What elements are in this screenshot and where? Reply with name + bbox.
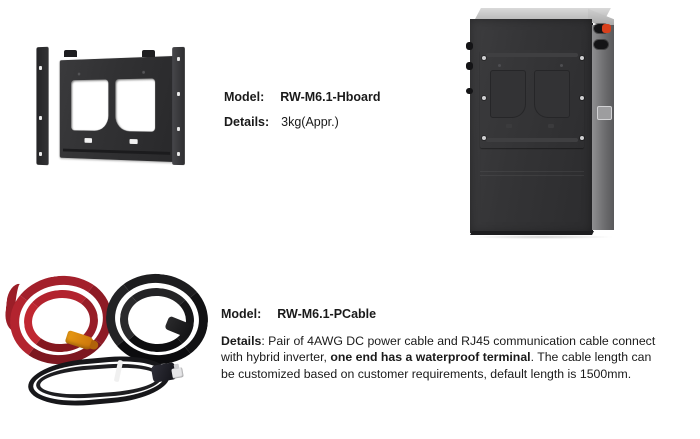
- bracket-top-rail: [486, 53, 578, 57]
- cable-model-line: Model: RW-M6.1-PCable: [221, 306, 667, 323]
- battery-positive-terminal: [594, 24, 611, 33]
- cable-model-label: Model:: [221, 307, 262, 321]
- bracket-cutout-left: [71, 79, 109, 131]
- bracket-screw-hole: [498, 64, 501, 67]
- battery-mounted-bracket: [480, 50, 584, 148]
- rj45-latch-clip: [173, 363, 180, 370]
- cable-details-label: Details: [221, 334, 262, 348]
- bracket-model-value: RW-M6.1-Hboard: [280, 90, 381, 104]
- bracket-model-line: Model: RW-M6.1-Hboard: [224, 89, 380, 106]
- battery-edge-nub: [466, 88, 473, 94]
- bracket-tab-left: [64, 50, 77, 57]
- bracket-details-line: Details: 3kg(Appr.): [224, 114, 380, 131]
- positive-terminal-cap: [602, 24, 611, 33]
- cable-spec-block: Model: RW-M6.1-PCable Details: Pair of 4…: [221, 306, 667, 382]
- bracket-left-flange: [36, 46, 49, 166]
- bracket-slot: [84, 138, 93, 143]
- cable-model-value: RW-M6.1-PCable: [277, 307, 377, 321]
- battery-negative-terminal: [594, 40, 608, 49]
- bracket-mounting-hole: [39, 152, 42, 156]
- bracket-screw-hole: [77, 72, 81, 76]
- wall-mount-bracket-photo: [36, 44, 188, 174]
- battery-case-screw: [482, 56, 486, 60]
- battery-case-screw: [580, 96, 584, 100]
- battery-case-screw: [482, 136, 486, 140]
- battery-drop-shadow: [472, 235, 612, 239]
- bracket-mounting-hole: [39, 116, 42, 120]
- bracket-cutout-right: [115, 78, 156, 132]
- bracket-slot: [548, 124, 554, 128]
- bracket-mounting-hole: [177, 151, 180, 157]
- battery-side-handle: [597, 106, 612, 120]
- bracket-model-label: Model:: [224, 90, 265, 104]
- bracket-details-label: Details:: [224, 115, 270, 129]
- cable-details-text-part2: . The cable length can be customized bas…: [221, 350, 652, 381]
- battery-case-screw: [580, 56, 584, 60]
- battery-edge-nub: [466, 42, 473, 50]
- bracket-bottom-rail: [486, 138, 578, 142]
- cable-details-emphasis: one end has a waterproof terminal: [330, 350, 531, 365]
- bracket-mounting-hole: [177, 56, 180, 62]
- cable-kit-photo: [3, 268, 213, 411]
- bracket-mounting-hole: [177, 91, 180, 97]
- battery-edge-nub: [466, 62, 473, 70]
- bracket-spec-block: Model: RW-M6.1-Hboard Details: 3kg(Appr.…: [224, 89, 380, 131]
- bracket-right-flange: [172, 46, 185, 166]
- battery-unit-rear-photo: [466, 8, 628, 239]
- cable-details-paragraph: Details: Pair of 4AWG DC power cable and…: [221, 333, 667, 382]
- rj45-plug: [171, 367, 184, 379]
- bracket-slot: [506, 124, 512, 128]
- bracket-screw-hole: [142, 70, 145, 74]
- bracket-details-value: 3kg(Appr.): [281, 115, 339, 129]
- bracket-cutout-right: [534, 70, 570, 118]
- bracket-plate: [59, 56, 174, 162]
- bracket-tab-right: [142, 50, 155, 57]
- bracket-bottom-edge: [63, 148, 171, 155]
- cable-details-colon: :: [261, 334, 265, 348]
- bracket-screw-hole: [560, 64, 563, 67]
- bracket-mounting-hole: [39, 66, 42, 70]
- battery-side-panel: [592, 25, 614, 230]
- cable-details-text-part1: Pair of 4AWG DC power cable and RJ45 com…: [221, 334, 656, 365]
- battery-case-screw: [580, 136, 584, 140]
- bracket-slot: [129, 139, 138, 145]
- battery-case-screw: [482, 96, 486, 100]
- bracket-mounting-hole: [177, 126, 180, 132]
- bracket-cutout-left: [490, 70, 526, 118]
